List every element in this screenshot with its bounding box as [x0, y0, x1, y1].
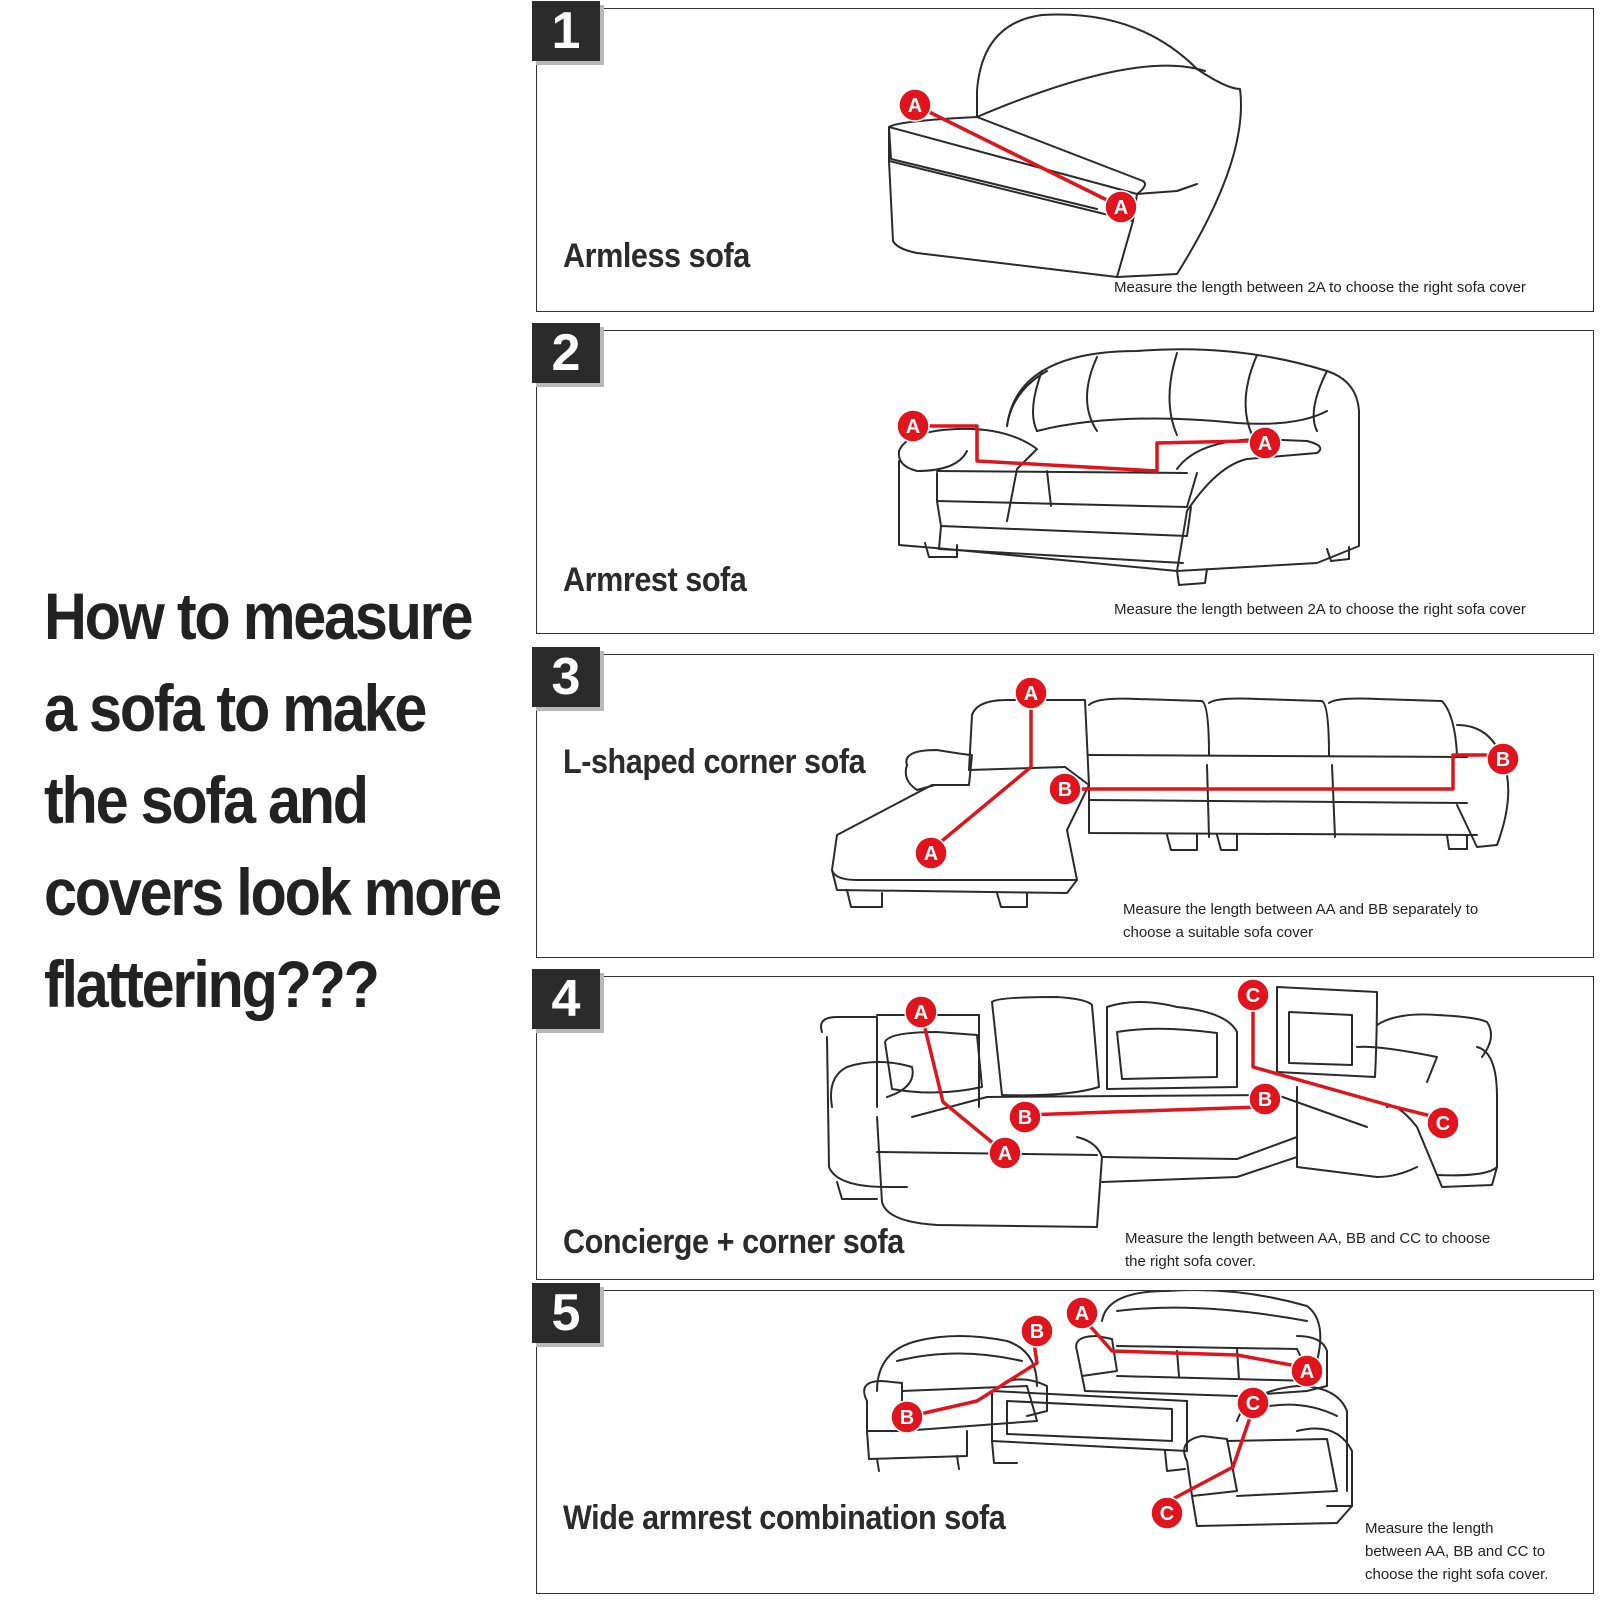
svg-text:C: C: [1160, 1503, 1174, 1525]
l-shaped-measure-overlay: A A B B: [914, 676, 1520, 870]
svg-text:A: A: [1024, 683, 1038, 705]
svg-text:B: B: [1018, 1107, 1032, 1129]
svg-text:C: C: [1246, 1393, 1260, 1415]
page-headline: How to measure a sofa to make the sofa a…: [44, 570, 502, 1030]
marker-a-2: A: [988, 1136, 1022, 1170]
panel-title: L-shaped corner sofa: [563, 743, 866, 781]
panel-instruction: Measure the length between 2A to choose …: [1114, 601, 1526, 618]
panel-wide-armrest-combination-sofa: 5 B B A A C C Wide armrest combi: [532, 1283, 1594, 1594]
headline-line-2: a sofa to make: [44, 671, 427, 745]
marker-b-2: B: [1020, 1314, 1054, 1348]
panel-title: Armrest sofa: [563, 561, 747, 599]
marker-a-2: A: [1104, 190, 1138, 224]
headline-line-3: the sofa and: [44, 763, 369, 837]
svg-text:B: B: [1496, 749, 1510, 771]
marker-b-2: B: [1486, 742, 1520, 776]
svg-text:C: C: [1246, 985, 1260, 1007]
svg-text:A: A: [998, 1143, 1012, 1165]
marker-a-1: A: [1065, 1296, 1099, 1330]
svg-text:B: B: [1030, 1321, 1044, 1343]
panel-concierge-corner-sofa: 4 A A B B C C Concierge + corner sofa: [532, 969, 1594, 1280]
panel-armless-sofa: 1 A A Armless sofa Measure the length be…: [532, 1, 1594, 312]
step-number-badge: 1: [532, 1, 600, 61]
marker-a-2: A: [1290, 1354, 1324, 1388]
marker-b-1: B: [1008, 1100, 1042, 1134]
panel-title: Concierge + corner sofa: [563, 1223, 904, 1261]
panel-l-shaped-corner-sofa: 3 A A B B L-shaped corner sofa Measure t…: [532, 647, 1594, 958]
concierge-measure-overlay: A A B B C C: [904, 978, 1460, 1170]
headline-line-5: flattering???: [44, 947, 380, 1021]
marker-a-1: A: [904, 995, 938, 1029]
step-number-badge: 3: [532, 647, 600, 707]
marker-c-1: C: [1236, 1386, 1270, 1420]
marker-b-2: B: [1248, 1082, 1282, 1116]
svg-text:A: A: [1075, 1303, 1089, 1325]
svg-text:A: A: [1300, 1361, 1314, 1383]
marker-c-2: C: [1150, 1496, 1184, 1530]
panel-instruction: Measure the length between 2A to choose …: [1114, 279, 1526, 296]
armrest-measure-overlay: A A: [896, 409, 1282, 473]
step-number-badge: 4: [532, 969, 600, 1029]
concierge-sofa-illustration: [820, 986, 1498, 1228]
svg-text:A: A: [914, 1002, 928, 1024]
panel-instruction: Measure the length between AA and BB sep…: [1123, 901, 1479, 941]
armless-measure-overlay: A A: [898, 88, 1138, 224]
marker-b-1: B: [890, 1400, 924, 1434]
marker-c-1: C: [1236, 978, 1270, 1012]
armless-sofa-illustration: [888, 13, 1242, 278]
marker-a-1: A: [1014, 676, 1048, 710]
svg-text:C: C: [1436, 1113, 1450, 1135]
headline-line-4: covers look more: [44, 855, 502, 929]
marker-a-2: A: [914, 836, 948, 870]
panel-instruction: Measure the length between AA, BB and CC…: [1365, 1520, 1549, 1583]
panel-armrest-sofa: 2 A A Armrest sofa Measure the length be…: [532, 323, 1594, 634]
svg-text:A: A: [1114, 197, 1128, 219]
svg-text:B: B: [900, 1407, 914, 1429]
armrest-sofa-illustration: [897, 348, 1360, 586]
l-shaped-sofa-illustration: [831, 697, 1510, 908]
marker-a-1: A: [898, 88, 932, 122]
marker-a-2: A: [1248, 426, 1282, 460]
svg-text:B: B: [1058, 779, 1072, 801]
step-number-badge: 2: [532, 323, 600, 383]
panel-title: Wide armrest combination sofa: [563, 1499, 1006, 1537]
marker-a-1: A: [896, 409, 930, 443]
svg-text:A: A: [906, 416, 920, 438]
panel-title: Armless sofa: [563, 237, 750, 275]
svg-text:A: A: [908, 95, 922, 117]
marker-c-2: C: [1426, 1106, 1460, 1140]
combination-measure-overlay: B B A A C C: [890, 1296, 1324, 1530]
svg-text:A: A: [924, 843, 938, 865]
panel-instruction: Measure the length between AA, BB and CC…: [1125, 1230, 1491, 1270]
step-number-badge: 5: [532, 1283, 600, 1343]
svg-text:A: A: [1258, 433, 1272, 455]
headline-line-1: How to measure: [44, 579, 474, 653]
svg-text:B: B: [1258, 1089, 1272, 1111]
marker-b-1: B: [1048, 772, 1082, 806]
